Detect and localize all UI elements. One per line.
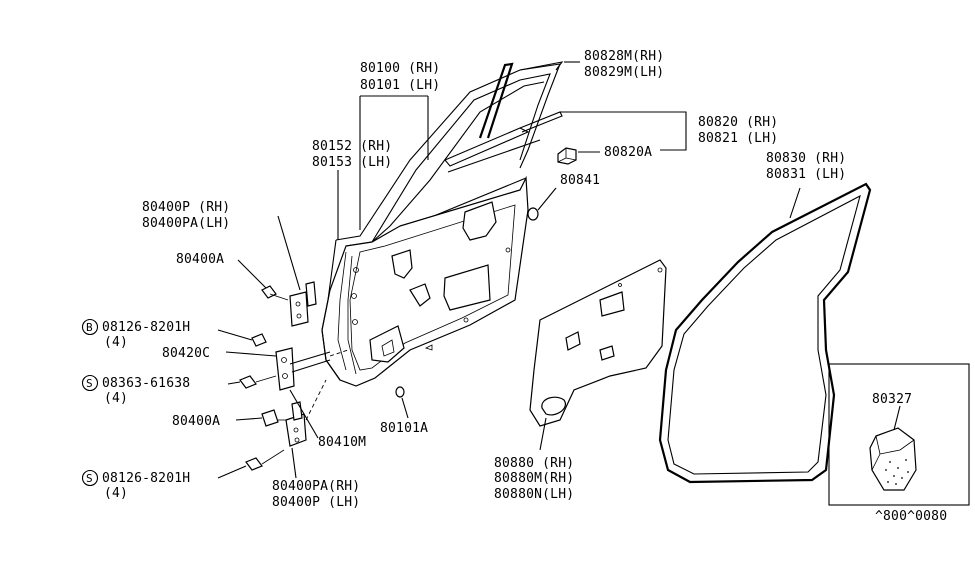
svg-text:B: B: [86, 321, 93, 334]
label-door-check: 80410M: [318, 435, 366, 450]
svg-text:(4): (4): [104, 391, 128, 406]
label-weatherstrip-outer-rh: 80830 (RH): [766, 151, 846, 166]
label-plug: 80101A: [380, 421, 428, 436]
svg-text:08363-61638: 08363-61638: [102, 376, 190, 391]
footer-code: ^800^0080: [875, 509, 947, 524]
label-screw-s1: S 08363-61638 (4): [81, 374, 190, 406]
inset-box: [828, 363, 970, 506]
label-bolt-b: B 08126-8201H (4): [81, 318, 190, 350]
door-check: [275, 347, 349, 391]
hinge-bolt-upper: [261, 285, 289, 301]
label-hinge-bolt-upper: 80400A: [176, 252, 224, 267]
label-screw-s2: S 08126-8201H (4): [81, 469, 190, 501]
callouts: 80100 (RH) 80101 (LH) 80828M(RH) 80829M(…: [81, 49, 947, 524]
label-check-bolt: 80420C: [162, 346, 210, 361]
svg-text:08126-8201H: 08126-8201H: [102, 320, 190, 335]
label-weatherstrip-inner-rh: 80820 (RH): [698, 115, 778, 130]
label-sash-moulding-lh: 80829M(LH): [584, 65, 664, 80]
inset-texture: [885, 459, 909, 485]
upper-hinge: [289, 281, 317, 327]
bolt-b: [251, 333, 267, 347]
label-door-frame-rh: 80152 (RH): [312, 139, 392, 154]
label-grommet: 80841: [560, 173, 600, 188]
label-sash-moulding-rh: 80828M(RH): [584, 49, 664, 64]
label-sealing-screen-3: 80880N(LH): [494, 487, 574, 502]
label-door-frame-lh: 80153 (LH): [312, 155, 392, 170]
label-upper-hinge-lh: 80400PA(LH): [142, 216, 230, 231]
clip-80820a: [557, 147, 577, 165]
label-inset-part: 80327: [872, 392, 912, 407]
outer-weatherstrip: [658, 182, 872, 484]
door-panel: [321, 63, 561, 387]
svg-text:S: S: [86, 472, 93, 485]
label-lower-hinge-lh: 80400P (LH): [272, 495, 360, 510]
svg-text:08126-8201H: 08126-8201H: [102, 471, 190, 486]
label-lower-hinge-rh: 80400PA(RH): [272, 479, 360, 494]
svg-text:(4): (4): [104, 335, 128, 350]
label-upper-hinge-rh: 80400P (RH): [142, 200, 230, 215]
label-clip-a: 80820A: [604, 145, 652, 160]
plug-80101a: [395, 386, 405, 398]
label-weatherstrip-inner-lh: 80821 (LH): [698, 131, 778, 146]
label-weatherstrip-outer-lh: 80831 (LH): [766, 167, 846, 182]
screw-s1: [239, 375, 277, 389]
label-sealing-screen-2: 80880M(RH): [494, 471, 574, 486]
label-hinge-bolt-lower: 80400A: [172, 414, 220, 429]
sealing-screen: [529, 259, 667, 427]
inner-weatherstrip: [519, 111, 563, 133]
hinge-bolt-lower: [261, 409, 292, 427]
svg-text:S: S: [86, 377, 93, 390]
label-door-panel-rh: 80100 (RH): [360, 61, 440, 76]
lower-hinge: [285, 379, 327, 447]
label-door-panel-lh: 80101 (LH): [360, 78, 440, 93]
svg-text:(4): (4): [104, 486, 128, 501]
screw-s2: [245, 449, 285, 471]
grommet-80841: [527, 207, 539, 221]
sash-moulding: [478, 61, 564, 139]
label-sealing-screen-1: 80880 (RH): [494, 456, 574, 471]
leader-lines: [217, 61, 801, 479]
